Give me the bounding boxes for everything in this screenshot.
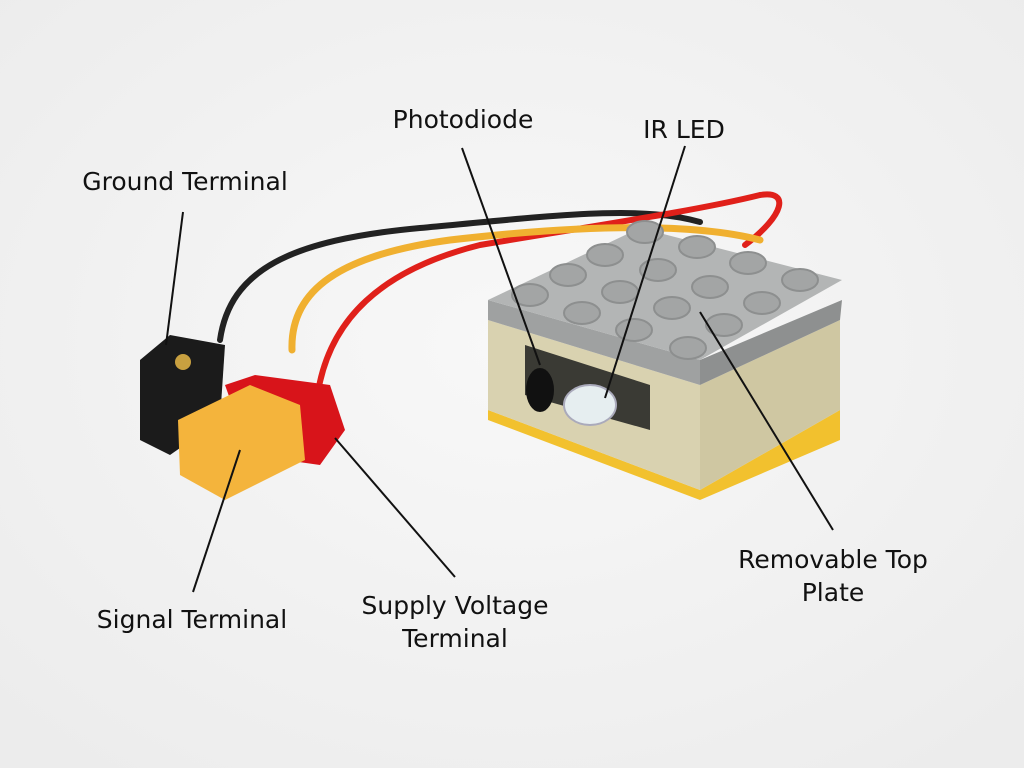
label-line: Plate <box>801 578 865 607</box>
top-plate-front <box>488 300 700 385</box>
yellow-wire <box>288 224 764 354</box>
sensor-brick <box>488 220 842 500</box>
supply-terminal-leader <box>334 437 456 578</box>
label-line: Terminal <box>402 624 508 653</box>
label-line: Removable Top <box>738 545 928 574</box>
ground-terminal-leader <box>165 211 184 346</box>
ir-led-leader <box>604 145 686 399</box>
signal-terminal-block <box>178 385 305 500</box>
label-photodiode: Photodiode <box>392 105 534 134</box>
label-signal-terminal: Signal Terminal <box>96 605 288 634</box>
photodiode-leader <box>461 147 541 366</box>
top-plate-leader <box>699 311 834 531</box>
label-line: Supply Voltage <box>361 591 549 620</box>
terminals <box>140 335 345 500</box>
label-ground-terminal: Ground Terminal <box>82 167 288 196</box>
label-ir-led: IR LED <box>643 115 725 144</box>
wires <box>217 191 783 395</box>
label-supply-voltage-terminal: Supply Voltage Terminal <box>362 589 549 655</box>
signal-terminal-leader <box>192 449 241 593</box>
label-removable-top-plate: Removable Top Plate <box>738 543 928 609</box>
black-wire <box>217 210 703 343</box>
leader-lines <box>165 145 834 593</box>
ir-led-component <box>563 384 617 426</box>
photodiode-component <box>526 368 554 412</box>
